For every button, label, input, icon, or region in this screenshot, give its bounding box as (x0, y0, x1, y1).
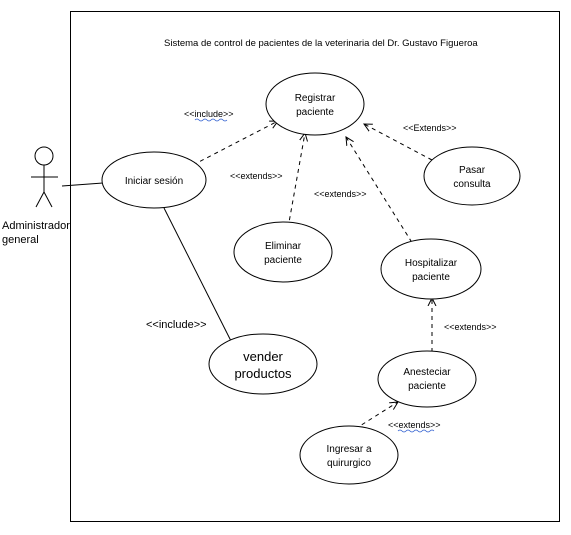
stereotype-extends-ingresar: <<extends>> (388, 420, 441, 430)
anestesiar-label-1: Anesteciar (403, 367, 451, 378)
iniciar-label: Iniciar sesión (125, 176, 183, 187)
vender-label-1: vender (243, 349, 283, 364)
eliminar-label-1: Eliminar (265, 241, 302, 252)
stereotype-include-vender: <<include>> (146, 319, 207, 331)
spellcheck-underline-extends (397, 429, 435, 433)
vender-label-2: productos (234, 366, 292, 381)
actor-label-line1: Administrador (2, 220, 70, 232)
use-case-anestesiar-paciente[interactable] (377, 350, 477, 408)
stereotype-include-registrar: <<include>> (184, 109, 234, 119)
use-case-registrar-paciente[interactable] (265, 72, 365, 136)
extends-arrow-pasar (364, 124, 433, 161)
ingresar-label-2: quirurgico (327, 458, 371, 469)
anestesiar-label-2: paciente (408, 381, 446, 392)
system-boundary (70, 11, 560, 522)
hospitalizar-label-1: Hospitalizar (405, 258, 458, 269)
use-case-ingresar-quirurgico[interactable] (299, 425, 399, 485)
ingresar-label-1: Ingresar a (326, 444, 371, 455)
pasar-label-1: Pasar (459, 165, 486, 176)
include-arrow-registrar (192, 121, 278, 166)
diagram-title: Sistema de control de pacientes de la ve… (164, 38, 478, 49)
association-actor-iniciar (61, 182, 104, 187)
registrar-label-1: Registrar (295, 93, 336, 104)
use-case-vender-productos[interactable] (208, 333, 318, 395)
stereotype-extends-hospitalizar: <<extends>> (314, 189, 367, 199)
stereotype-extends-eliminar: <<extends>> (230, 171, 283, 181)
stereotype-extends-anestesiar: <<extends>> (444, 322, 497, 332)
use-case-hospitalizar-paciente[interactable] (380, 238, 482, 300)
actor-stick-figure (31, 146, 58, 208)
eliminar-label-2: paciente (264, 255, 302, 266)
extends-arrow-ingresar (354, 402, 398, 430)
registrar-label-2: paciente (296, 107, 334, 118)
stereotype-extends-pasar: <<Extends>> (403, 123, 457, 133)
hospitalizar-label-2: paciente (412, 272, 450, 283)
actor-label-line2: general (2, 234, 39, 246)
use-case-iniciar-sesion[interactable] (101, 151, 207, 209)
spellcheck-underline-include (194, 118, 228, 122)
use-case-eliminar-paciente[interactable] (233, 221, 333, 283)
pasar-label-2: consulta (453, 179, 491, 190)
extends-arrow-hospitalizar (346, 137, 417, 250)
extends-arrow-eliminar (287, 133, 305, 229)
association-iniciar-vender (163, 207, 232, 342)
use-case-pasar-consulta[interactable] (423, 146, 521, 206)
